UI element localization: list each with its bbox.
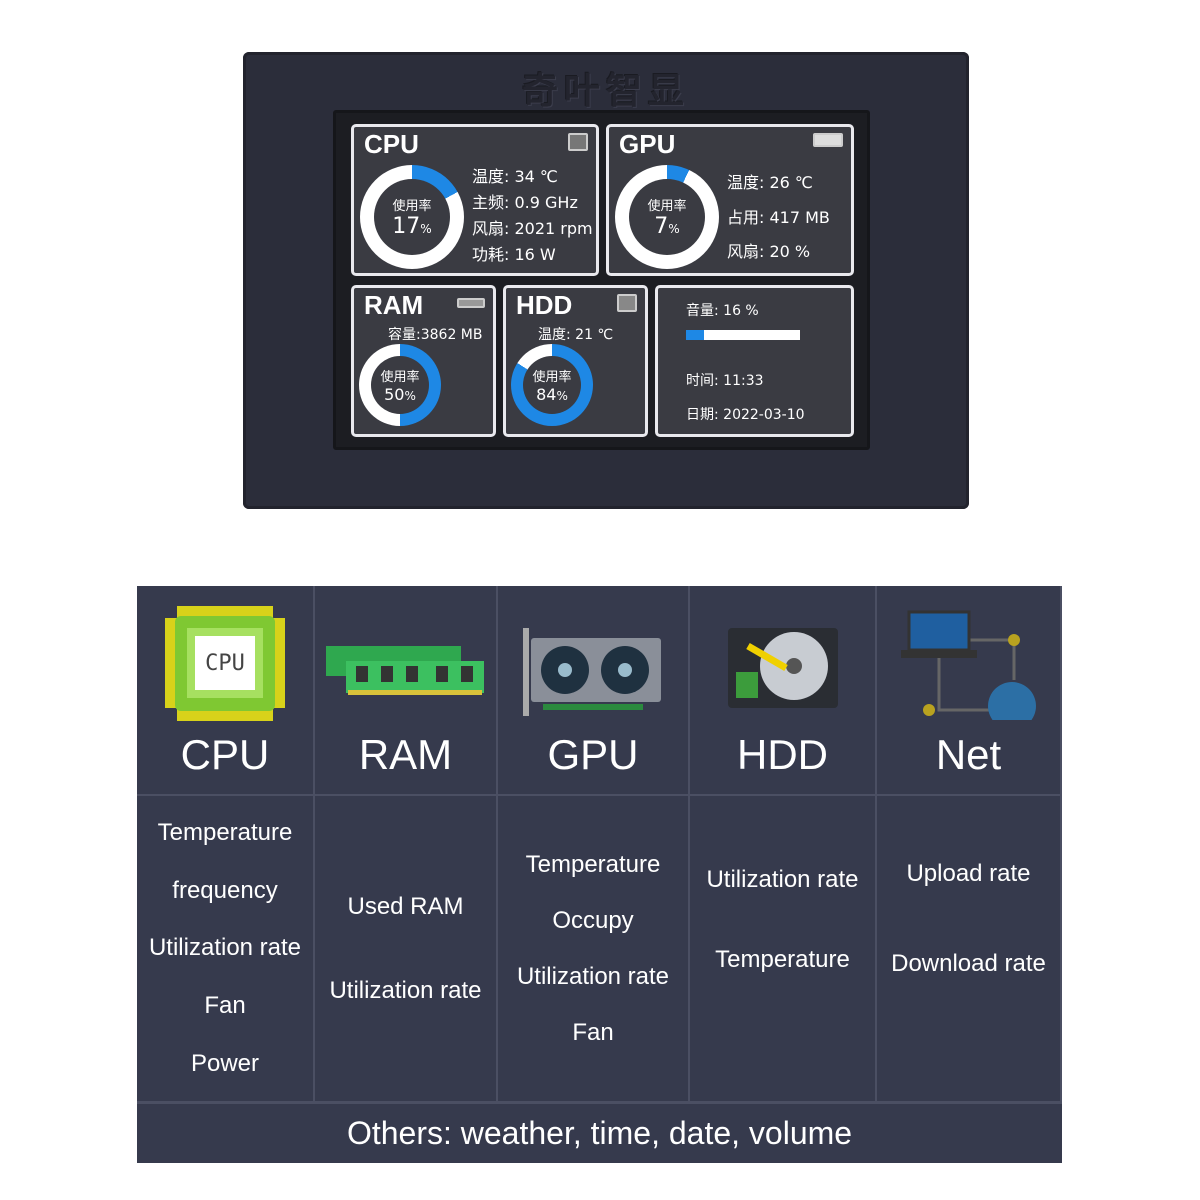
feature-item: Fan bbox=[572, 1018, 614, 1046]
feature-name: GPU bbox=[547, 731, 639, 778]
ram-title: RAM bbox=[364, 290, 424, 320]
feature-column-gpu: GPU Temperature Occupy Utilization rate … bbox=[498, 586, 690, 1101]
feature-column-cpu: CPU CPU Temperature frequency Utilizatio… bbox=[137, 586, 315, 1101]
feature-name: CPU bbox=[180, 731, 270, 778]
cpu-usage-value: 17% bbox=[392, 214, 432, 239]
feature-name: Net bbox=[935, 731, 1002, 778]
feature-item: Utilization rate bbox=[329, 976, 482, 1004]
feature-column-hdd: HDD Utilization rate Temperature bbox=[690, 586, 877, 1101]
cpu-usage-label: 使用率 bbox=[392, 199, 432, 214]
feature-item: Temperature bbox=[525, 850, 661, 878]
feature-item: Fan bbox=[204, 992, 246, 1020]
network-icon bbox=[900, 610, 1036, 720]
volume-label: 音量: 16 % bbox=[686, 303, 759, 319]
cpu-power: 功耗: 16 W bbox=[472, 245, 556, 264]
others-note: Others: weather, time, date, volume bbox=[137, 1101, 1062, 1163]
cpu-usage-ring: 使用率 17% bbox=[360, 165, 464, 269]
feature-name: HDD bbox=[737, 731, 828, 778]
feature-name: RAM bbox=[358, 731, 453, 778]
cpu-temp: 温度: 34 ℃ bbox=[472, 167, 558, 186]
hard-disk-icon bbox=[727, 628, 838, 708]
time-label: 时间: 11:33 bbox=[686, 373, 764, 389]
ram-usage-label: 使用率 bbox=[380, 370, 420, 385]
cpu-panel: CPU 使用率 17% 温度: 34 ℃ 主频: 0.9 GHz 风扇: 202… bbox=[351, 124, 599, 276]
monitor-device: 奇叶智显 CPU 使用率 17% 温度: 34 ℃ 主频: 0.9 GHz 风扇… bbox=[243, 52, 969, 509]
svg-text:CPU: CPU bbox=[205, 651, 245, 676]
gpu-fan: 风扇: 20 % bbox=[727, 242, 811, 261]
volume-bar bbox=[686, 330, 800, 340]
feature-item: frequency bbox=[172, 876, 278, 904]
volume-bar-fill bbox=[686, 330, 705, 340]
cpu-icon bbox=[568, 133, 588, 151]
hdd-usage-ring: 使用率 84% bbox=[511, 344, 593, 426]
ram-module-icon bbox=[325, 646, 484, 695]
date-label: 日期: 2022-03-10 bbox=[686, 407, 805, 423]
gpu-usage-ring: 使用率 7% bbox=[615, 165, 719, 269]
feature-item: Download rate bbox=[891, 950, 1046, 977]
brand-logo: 奇叶智显 bbox=[521, 71, 690, 112]
graphics-card-icon bbox=[523, 628, 661, 716]
feature-item: Occupy bbox=[552, 906, 634, 934]
ram-panel: RAM 容量:3862 MB 使用率 50% bbox=[351, 285, 496, 437]
cpu-fan: 风扇: 2021 rpm bbox=[472, 219, 593, 238]
ram-usage-ring: 使用率 50% bbox=[359, 344, 441, 426]
feature-item: Temperature bbox=[157, 818, 293, 846]
gpu-panel: GPU 使用率 7% 温度: 26 ℃ 占用: 417 MB 风扇: 20 % bbox=[606, 124, 854, 276]
cpu-chip-icon: CPU bbox=[165, 606, 285, 721]
feature-item: Temperature bbox=[715, 946, 850, 973]
feature-item: Upload rate bbox=[906, 860, 1031, 887]
gpu-usage-value: 7% bbox=[654, 214, 680, 239]
cpu-title: CPU bbox=[364, 129, 419, 159]
feature-item: Utilization rate bbox=[706, 866, 859, 893]
ram-icon bbox=[457, 298, 485, 308]
feature-item: Used RAM bbox=[347, 892, 464, 920]
feature-item: Utilization rate bbox=[516, 962, 670, 990]
gpu-title: GPU bbox=[619, 129, 676, 159]
hdd-temp: 温度: 21 ℃ bbox=[538, 327, 614, 343]
hdd-usage-label: 使用率 bbox=[532, 370, 572, 385]
ram-capacity: 容量:3862 MB bbox=[388, 327, 483, 343]
gpu-temp: 温度: 26 ℃ bbox=[727, 173, 813, 192]
misc-panel: 音量: 16 % 时间: 11:33 日期: 2022-03-10 bbox=[655, 285, 854, 437]
hdd-icon bbox=[617, 294, 637, 312]
ram-usage-value: 50% bbox=[384, 385, 416, 404]
feature-column-net: Net Upload rate Download rate bbox=[877, 586, 1062, 1101]
cpu-frequency: 主频: 0.9 GHz bbox=[472, 193, 578, 212]
feature-item: Power bbox=[190, 1050, 260, 1078]
gpu-memory: 占用: 417 MB bbox=[727, 208, 830, 227]
hdd-title: HDD bbox=[516, 290, 573, 320]
features-table: CPU CPU Temperature frequency Utilizatio… bbox=[137, 586, 1062, 1163]
gpu-icon bbox=[813, 133, 843, 147]
hdd-usage-value: 84% bbox=[536, 385, 568, 404]
hdd-panel: HDD 温度: 21 ℃ 使用率 84% bbox=[503, 285, 648, 437]
feature-column-ram: RAM Used RAM Utilization rate bbox=[315, 586, 498, 1101]
gpu-usage-label: 使用率 bbox=[647, 199, 687, 214]
monitor-screen: CPU 使用率 17% 温度: 34 ℃ 主频: 0.9 GHz 风扇: 202… bbox=[333, 110, 870, 450]
feature-item: Utilization rate bbox=[148, 934, 302, 962]
